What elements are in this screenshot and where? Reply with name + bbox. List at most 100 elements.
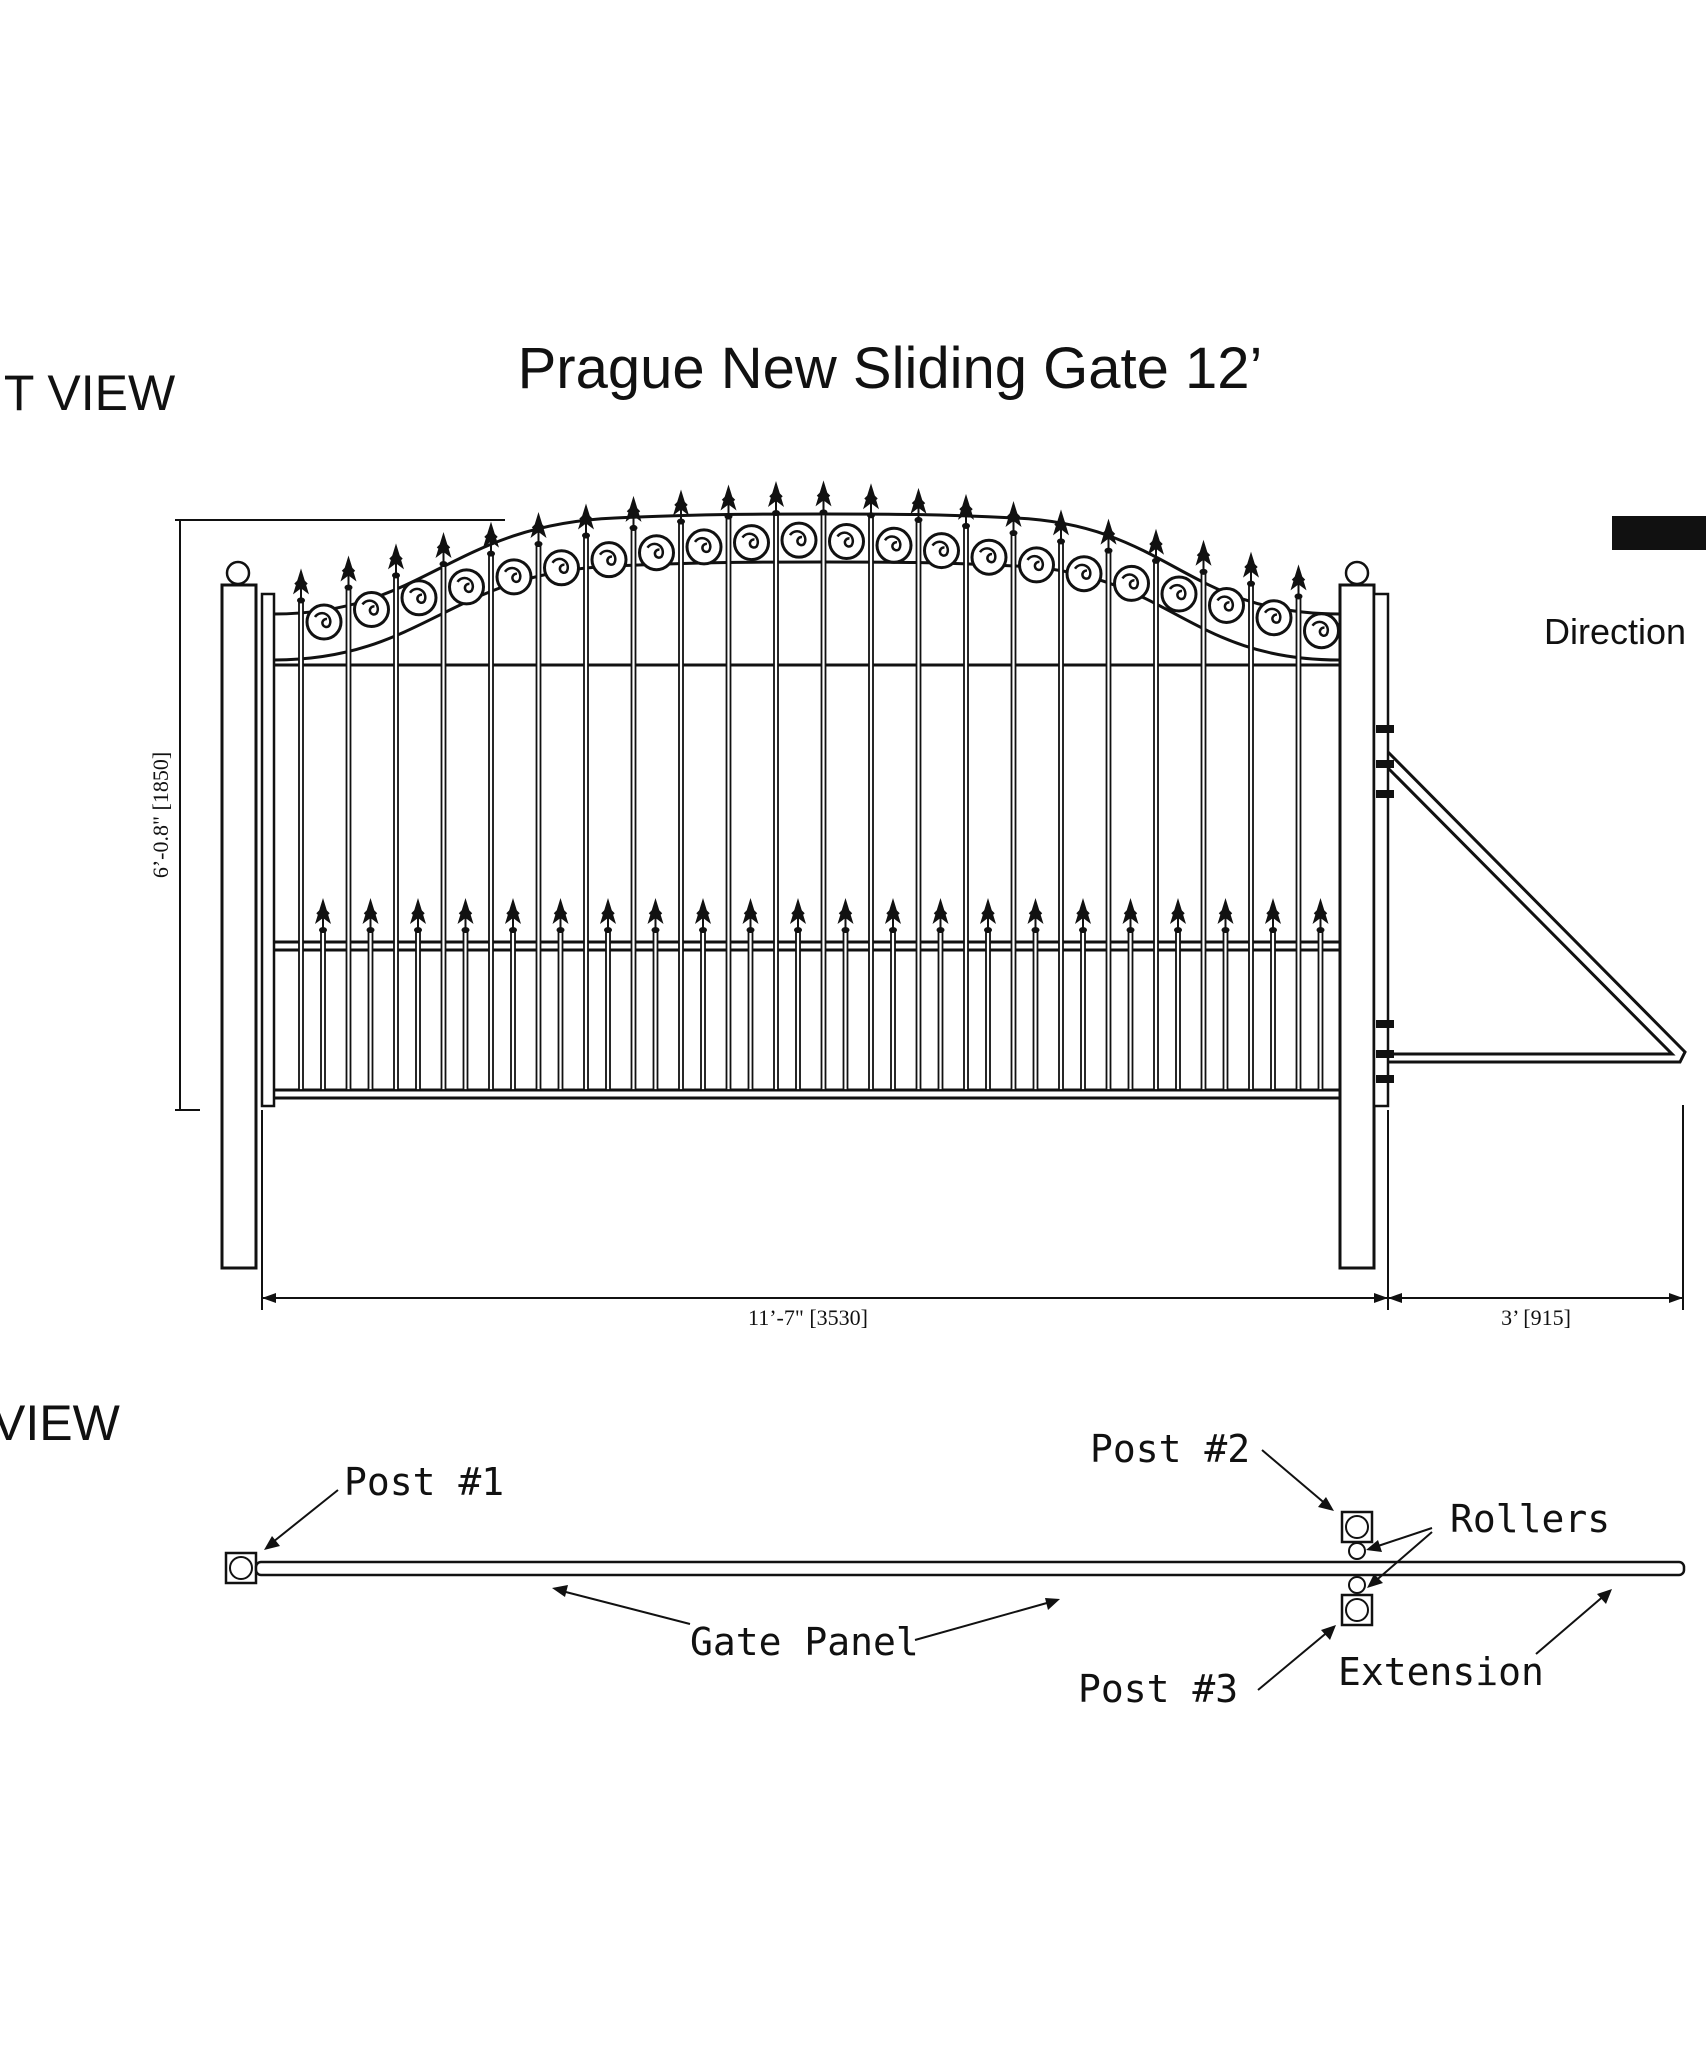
short-picket-finial: [314, 897, 332, 934]
scroll-ornament: [638, 534, 675, 572]
tall-picket: [1200, 572, 1207, 1091]
top-post1: [224, 1551, 258, 1585]
gate-stile-left: [260, 592, 276, 1108]
tall-picket-finial: [814, 479, 833, 517]
scroll-ornament: [1018, 546, 1055, 584]
tall-picket-finial: [1289, 563, 1308, 601]
tall-picket: [298, 601, 304, 1091]
short-picket-finial: [741, 897, 760, 934]
top-view: [224, 1510, 1686, 1627]
short-picket: [557, 931, 564, 1091]
short-picket-finial: [1169, 897, 1187, 934]
post3-label: Post #3: [1078, 1667, 1238, 1711]
short-picket-finial: [646, 897, 665, 934]
tall-picket: [963, 526, 969, 1091]
short-picket: [1032, 931, 1039, 1091]
scroll-ornament: [543, 549, 580, 587]
scroll-ornament: [590, 541, 628, 579]
short-picket-finial: [931, 897, 950, 934]
scroll-ornament: [305, 603, 343, 641]
tall-picket: [345, 588, 352, 1091]
short-picket: [700, 931, 706, 1091]
tall-picket: [773, 514, 779, 1091]
tall-picket-finial: [624, 494, 643, 532]
gate-panel-label: Gate Panel: [690, 1620, 919, 1664]
tall-picket-finial: [1242, 550, 1260, 588]
tall-picket-finial: [1052, 508, 1070, 546]
short-picket-finial: [979, 897, 997, 934]
short-picket: [842, 931, 849, 1091]
front-view: [220, 479, 1687, 1270]
scroll-ornament: [1255, 599, 1293, 637]
scroll-ornament: [970, 538, 1008, 576]
tall-picket: [1105, 551, 1112, 1091]
tall-picket: [393, 576, 399, 1091]
short-picket: [320, 931, 326, 1091]
width-dimension-text: 11’-7" [3530]: [748, 1305, 868, 1330]
scroll-ornament: [400, 579, 438, 617]
tall-picket-finial: [1194, 538, 1213, 576]
tall-picket-finial: [434, 531, 453, 569]
scroll-ornament: [448, 568, 485, 606]
short-picket-finial: [884, 897, 902, 934]
scroll-ornament: [923, 532, 960, 570]
tall-picket-finial: [387, 542, 405, 580]
short-picket: [937, 931, 944, 1091]
callout-arrows: [264, 1449, 1612, 1691]
tall-picket-finial: [482, 520, 500, 558]
short-picket-finial: [1121, 897, 1140, 934]
tall-picket: [1010, 534, 1017, 1091]
short-picket: [1270, 931, 1276, 1091]
tall-picket: [820, 513, 827, 1091]
post1-label: Post #1: [344, 1460, 504, 1504]
short-picket: [1175, 931, 1181, 1091]
tall-picket: [583, 536, 589, 1091]
short-picket-finial: [694, 897, 712, 934]
short-picket-finial: [409, 897, 427, 934]
direction-arrow-bar: [1612, 516, 1706, 550]
gate-rails: [274, 663, 1340, 1100]
short-picket-finial: [1264, 897, 1282, 934]
roller-bottom: [1348, 1576, 1366, 1594]
scroll-ornament: [1065, 555, 1103, 593]
short-picket-finial: [789, 897, 807, 934]
tall-picket: [488, 554, 494, 1091]
short-picket: [985, 931, 991, 1091]
short-picket: [1127, 931, 1134, 1091]
short-picket: [1317, 931, 1324, 1091]
gate-extension-truss: [1386, 750, 1687, 1064]
short-picket-finial: [504, 897, 522, 934]
tall-picket-finial: [1099, 517, 1118, 555]
scroll-ornament: [1208, 586, 1245, 624]
tall-picket: [678, 522, 684, 1091]
short-picket-finial: [1311, 897, 1330, 934]
scroll-ornament: [1303, 612, 1340, 650]
tall-picket: [915, 520, 922, 1091]
short-picket: [462, 931, 469, 1091]
rollers-label: Rollers: [1450, 1497, 1610, 1541]
extension-dimension-text: 3’ [915]: [1501, 1305, 1571, 1330]
front-view-label: IT VIEW: [0, 365, 176, 421]
tall-picket: [1295, 597, 1302, 1091]
short-picket: [605, 931, 611, 1091]
scroll-ornament: [495, 558, 533, 596]
tall-picket: [1058, 542, 1064, 1091]
tall-picket-finial: [292, 567, 310, 605]
scroll-ornament: [780, 521, 818, 559]
short-picket: [510, 931, 516, 1091]
extension-label: Extension: [1338, 1650, 1544, 1694]
gate-stile-right: [1372, 592, 1390, 1108]
short-picket: [1080, 931, 1086, 1091]
width-dimension: [261, 1105, 1684, 1310]
short-picket: [1222, 931, 1229, 1091]
scroll-ornament: [1113, 564, 1150, 602]
roller-top: [1348, 1542, 1366, 1560]
tall-picket: [535, 545, 542, 1091]
direction-label: Direction: [1544, 611, 1686, 652]
height-dimension: [175, 519, 505, 1111]
tall-picket-finial: [909, 486, 928, 524]
post-right: [1338, 560, 1376, 1270]
top-view-label: VIEW: [0, 1395, 121, 1451]
